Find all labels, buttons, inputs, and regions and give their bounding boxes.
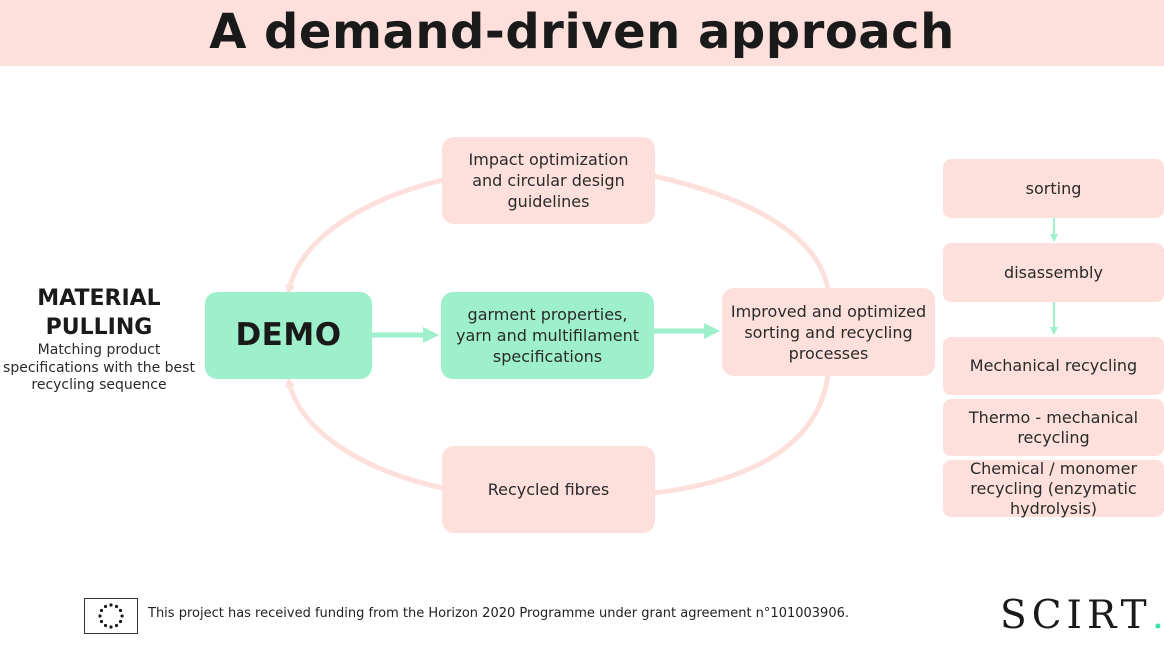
processes-box: Improved and optimized sorting and recyc…: [722, 288, 935, 376]
step-sorting-label: sorting: [1025, 178, 1082, 198]
recycled-fibres-box: Recycled fibres: [442, 446, 655, 533]
eu-star: [98, 614, 102, 618]
logo-text: SCIRT: [1000, 593, 1152, 638]
logo-dot: .: [1151, 593, 1164, 638]
eu-star: [99, 608, 104, 613]
impact-label: Impact optimization and circular design …: [468, 150, 629, 211]
heading-line-2: PULLING: [45, 315, 153, 340]
demo-label: DEMO: [235, 317, 342, 353]
material-pulling-subtext: Matching product specifications with the…: [3, 342, 195, 393]
eu-star: [99, 619, 104, 624]
step-thermo-mechanical-label: Thermo - mechanical recycling: [968, 407, 1139, 447]
arc-top-left: [285, 177, 444, 295]
step-thermo-mechanical: Thermo - mechanical recycling: [943, 399, 1164, 456]
eu-star: [109, 603, 113, 607]
page-title: A demand-driven approach: [209, 4, 955, 60]
arc-top-right: [653, 173, 831, 291]
step-chemical: Chemical / monomer recycling (enzymatic …: [943, 458, 1164, 518]
step-chemical-label: Chemical / monomer recycling (enzymatic …: [969, 458, 1138, 518]
recycled-fibres-label: Recycled fibres: [487, 480, 610, 499]
eu-flag-icon: [84, 598, 138, 634]
processes-label: Improved and optimized sorting and recyc…: [730, 301, 927, 363]
step-mechanical-label: Mechanical recycling: [969, 356, 1138, 375]
eu-star: [118, 619, 123, 624]
eu-star: [103, 604, 108, 609]
eu-star: [118, 608, 123, 613]
heading-line-1: MATERIAL: [37, 286, 161, 311]
specs-box: garment properties, yarn and multifilame…: [441, 292, 654, 379]
eu-star: [109, 625, 113, 629]
eu-star: [120, 614, 124, 618]
step-disassembly-label: disassembly: [1004, 262, 1103, 282]
scirt-logo: SCIRT.: [1000, 593, 1164, 638]
step-sorting: sorting: [943, 159, 1164, 218]
eu-star: [114, 604, 119, 609]
arc-bottom-left: [285, 377, 444, 491]
demo-box: DEMO: [205, 292, 372, 379]
arc-right-bottom: [653, 373, 831, 496]
step-disassembly: disassembly: [943, 243, 1164, 302]
title-bar: [0, 0, 1164, 66]
impact-box: Impact optimization and circular design …: [442, 137, 655, 224]
eu-star: [103, 623, 108, 628]
material-pulling-heading: MATERIAL PULLING: [0, 284, 198, 342]
specs-label: garment properties, yarn and multifilame…: [455, 305, 640, 366]
eu-stars: [98, 603, 124, 629]
funding-notice: This project has received funding from t…: [148, 606, 849, 621]
step-mechanical: Mechanical recycling: [943, 337, 1164, 395]
eu-star: [114, 623, 119, 628]
